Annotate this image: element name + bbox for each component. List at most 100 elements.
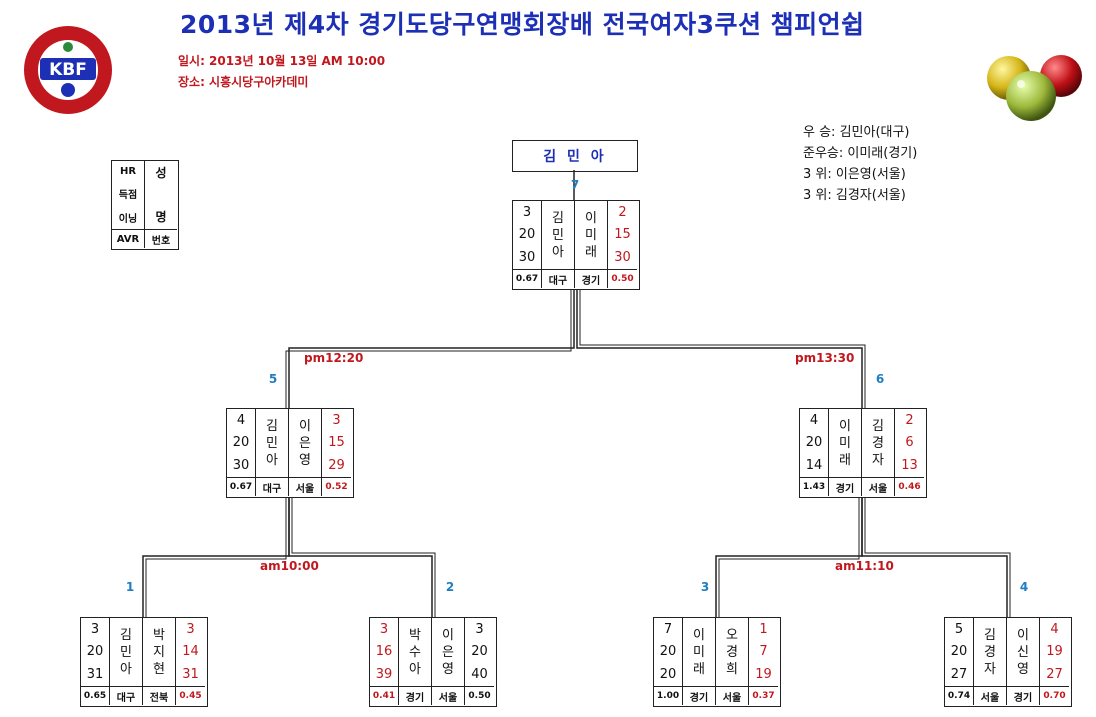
- player-b-name: 이 은 영: [432, 618, 465, 686]
- player-a-avr: 0.67: [513, 269, 542, 288]
- player-a-target: 16: [376, 643, 393, 660]
- match-number-7: 7: [565, 178, 585, 192]
- player-b-hr: 3: [332, 412, 340, 429]
- player-a-avr: 1.00: [654, 686, 683, 705]
- player-b-target: 15: [614, 226, 631, 243]
- player-a-name: 이 미 래: [829, 409, 862, 477]
- player-b-hr: 2: [905, 412, 913, 429]
- player-b-stats: 2 6 13: [895, 409, 924, 477]
- player-b-stats: 4 19 27: [1040, 618, 1069, 686]
- player-b-hr: 1: [759, 621, 767, 638]
- player-b-target: 6: [905, 434, 913, 451]
- player-a-hr: 4: [237, 412, 245, 429]
- player-b-score: 13: [901, 457, 918, 474]
- player-b-stats: 3 20 40: [465, 618, 494, 686]
- player-a-score: 14: [806, 457, 823, 474]
- player-a-region: 대구: [110, 686, 143, 705]
- player-a-name: 김 민 아: [110, 618, 143, 686]
- player-a-name: 김 민 아: [542, 201, 575, 269]
- player-b-avr: 0.52: [322, 477, 351, 496]
- player-a-hr: 7: [664, 621, 672, 638]
- match-number-6: 6: [870, 372, 890, 386]
- player-a-target: 20: [951, 643, 968, 660]
- player-b-avr: 0.45: [176, 686, 205, 705]
- player-a-score: 27: [951, 666, 968, 683]
- player-a-name: 김 경 자: [974, 618, 1007, 686]
- player-b-region: 서울: [289, 477, 322, 496]
- player-a-target: 20: [519, 226, 536, 243]
- player-a-hr: 3: [523, 204, 531, 221]
- player-b-target: 7: [759, 643, 767, 660]
- player-b-region: 경기: [575, 269, 608, 288]
- player-b-avr: 0.46: [895, 477, 924, 496]
- player-b-name: 김 경 자: [862, 409, 895, 477]
- player-b-hr: 3: [186, 621, 194, 638]
- player-b-score: 31: [182, 666, 199, 683]
- player-b-region: 전북: [143, 686, 176, 705]
- player-b-region: 서울: [716, 686, 749, 705]
- player-b-hr: 2: [618, 204, 626, 221]
- player-a-score: 20: [660, 666, 677, 683]
- player-a-target: 20: [233, 434, 250, 451]
- player-b-score: 19: [755, 666, 772, 683]
- match-number-2: 2: [440, 580, 460, 594]
- player-a-name: 김 민 아: [256, 409, 289, 477]
- player-a-stats: 32030: [513, 201, 542, 269]
- player-a-avr: 0.74: [945, 686, 974, 705]
- player-a-hr: 3: [380, 621, 388, 638]
- player-b-region: 서울: [862, 477, 895, 496]
- match-number-5: 5: [263, 372, 283, 386]
- match-time-3: am11:10: [835, 559, 894, 573]
- player-a-name: 이 미 래: [683, 618, 716, 686]
- player-a-region: 경기: [399, 686, 432, 705]
- player-a-avr: 0.41: [370, 686, 399, 705]
- player-a-stats: 42014: [800, 409, 829, 477]
- player-b-avr: 0.50: [465, 686, 494, 705]
- player-b-avr: 0.70: [1040, 686, 1069, 705]
- player-b-score: 27: [1046, 666, 1063, 683]
- player-a-score: 30: [233, 457, 250, 474]
- player-a-region: 대구: [542, 269, 575, 288]
- player-b-stats: 3 15 29: [322, 409, 351, 477]
- player-b-score: 30: [614, 249, 631, 266]
- player-b-name: 오 경 희: [716, 618, 749, 686]
- player-b-hr: 4: [1050, 621, 1058, 638]
- player-a-stats: 3 16 39: [370, 618, 399, 686]
- player-b-score: 40: [471, 666, 488, 683]
- player-a-region: 서울: [974, 686, 1007, 705]
- player-b-score: 29: [328, 457, 345, 474]
- player-a-score: 39: [376, 666, 393, 683]
- player-a-stats: 5 20 27: [945, 618, 974, 686]
- player-a-region: 경기: [683, 686, 716, 705]
- player-a-region: 경기: [829, 477, 862, 496]
- match-time-6: pm13:30: [795, 351, 854, 365]
- player-b-avr: 0.37: [749, 686, 778, 705]
- player-b-target: 19: [1046, 643, 1063, 660]
- player-b-name: 박 지 현: [143, 618, 176, 686]
- player-a-hr: 5: [955, 621, 963, 638]
- player-b-hr: 3: [475, 621, 483, 638]
- player-b-target: 20: [471, 643, 488, 660]
- player-a-avr: 1.43: [800, 477, 829, 496]
- player-b-region: 서울: [432, 686, 465, 705]
- player-a-avr: 0.65: [81, 686, 110, 705]
- player-b-name: 이 신 영: [1007, 618, 1040, 686]
- player-a-region: 대구: [256, 477, 289, 496]
- player-b-name: 이 미 래: [575, 201, 608, 269]
- match-box-6: 42014이 미 래김 경 자 2 6 13 1.43경기서울0.46: [799, 408, 927, 498]
- match-number-1: 1: [120, 580, 140, 594]
- player-a-avr: 0.67: [227, 477, 256, 496]
- match-box-2: 31639박 수 아이 은 영320400.41경기서울0.50: [369, 617, 497, 707]
- player-b-stats: 2 15 30: [608, 201, 637, 269]
- player-b-target: 14: [182, 643, 199, 660]
- match-number-3: 3: [695, 580, 715, 594]
- player-b-stats: 3 14 31: [176, 618, 205, 686]
- player-b-region: 경기: [1007, 686, 1040, 705]
- player-a-target: 20: [87, 643, 104, 660]
- player-b-target: 15: [328, 434, 345, 451]
- player-a-hr: 4: [810, 412, 818, 429]
